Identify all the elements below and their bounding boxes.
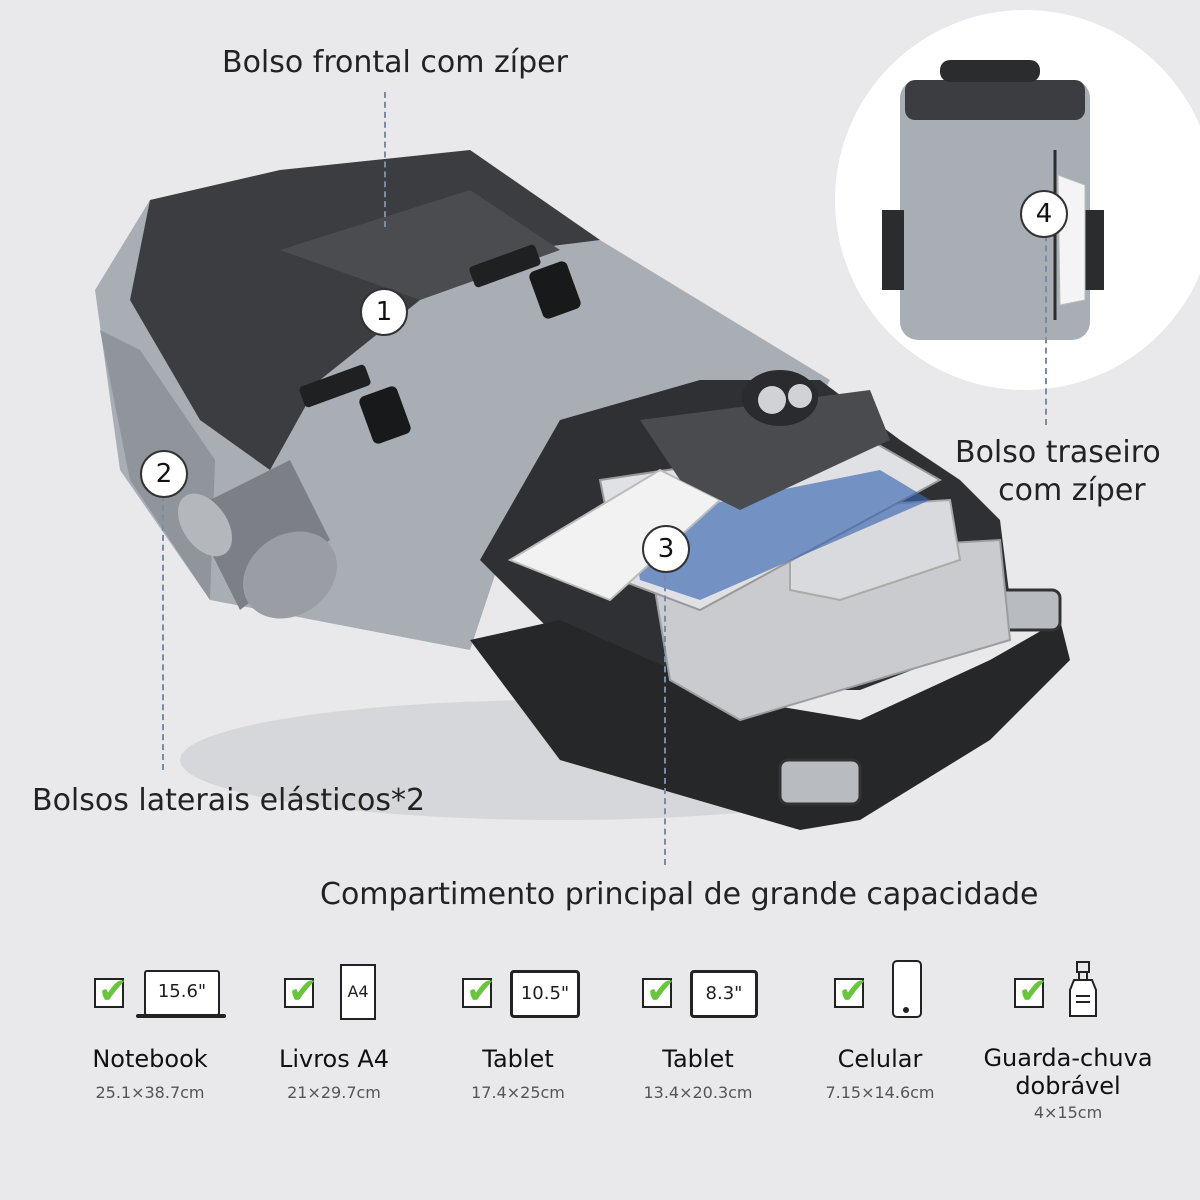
feature-name-line2: dobrável	[1015, 1072, 1121, 1100]
feature-tablet-8-3: ✔ 8.3" Tablet 13.4×20.3cm	[600, 960, 796, 1104]
feature-dims: 4×15cm	[1033, 1103, 1103, 1122]
feature-name: Livros A4	[278, 1045, 390, 1073]
feature-name-line1: Guarda-chuva	[983, 1044, 1153, 1072]
front-pocket-label: Bolso frontal com zíper	[222, 45, 568, 80]
feature-name: Tablet	[482, 1045, 554, 1073]
tablet-icon: 8.3"	[690, 970, 758, 1018]
feature-name: Guarda-chuva dobrável	[970, 1044, 1166, 1100]
back-pocket-leader	[1045, 225, 1047, 425]
front-pocket-leader	[384, 92, 386, 227]
feature-icons: ✔	[970, 960, 1166, 1030]
laptop-base	[136, 1014, 226, 1018]
feature-icons: ✔ A4	[236, 960, 432, 1030]
feature-name: Tablet	[662, 1045, 734, 1073]
umbrella-bottle-icon	[1069, 961, 1097, 1017]
feature-notebook: ✔ 15.6" Notebook 25.1×38.7cm	[52, 960, 248, 1104]
feature-icons: ✔ 10.5"	[420, 960, 616, 1030]
backpack-illustration	[95, 150, 1070, 830]
back-pocket-label-line1: Bolso traseiro	[955, 435, 1161, 470]
side-pocket-leader	[162, 485, 164, 770]
document-icon: A4	[340, 964, 376, 1020]
tablet-icon: 10.5"	[510, 970, 580, 1018]
badge-2: 2	[140, 450, 188, 498]
feature-dims: 17.4×25cm	[471, 1083, 565, 1102]
check-icon: ✔	[834, 974, 868, 1010]
feature-umbrella: ✔ Guarda-chuva dobrável 4×15cm	[970, 960, 1166, 1124]
feature-icons: ✔ 15.6"	[52, 960, 248, 1030]
badge-4: 4	[1020, 190, 1068, 238]
check-icon: ✔	[284, 974, 318, 1010]
back-pocket-label-line2: com zíper	[998, 473, 1146, 508]
back-pocket-label: Bolso traseiro com zíper	[955, 434, 1161, 510]
feature-a4-books: ✔ A4 Livros A4 21×29.7cm	[236, 960, 432, 1104]
badge-3: 3	[642, 525, 690, 573]
feature-name: Celular	[837, 1045, 923, 1073]
feature-dims: 25.1×38.7cm	[95, 1083, 205, 1102]
water-bottle	[178, 460, 337, 619]
feature-icons: ✔	[782, 960, 978, 1030]
back-view-inset	[835, 10, 1200, 390]
feature-tablet-10-5: ✔ 10.5" Tablet 17.4×25cm	[420, 960, 616, 1104]
main-compartment-label: Compartimento principal de grande capaci…	[320, 877, 1039, 912]
feature-phone: ✔ Celular 7.15×14.6cm	[782, 960, 978, 1104]
check-icon: ✔	[1014, 974, 1048, 1010]
feature-name: Notebook	[92, 1045, 208, 1073]
feature-icons: ✔ 8.3"	[600, 960, 796, 1030]
open-flap	[470, 620, 1070, 830]
feature-dims: 13.4×20.3cm	[643, 1083, 753, 1102]
feature-dims: 21×29.7cm	[287, 1083, 381, 1102]
feature-dims: 7.15×14.6cm	[825, 1083, 935, 1102]
check-icon: ✔	[462, 974, 496, 1010]
check-icon: ✔	[642, 974, 676, 1010]
main-compartment-leader	[664, 565, 666, 865]
check-icon: ✔	[94, 974, 128, 1010]
phone-icon	[892, 960, 922, 1018]
badge-1: 1	[360, 288, 408, 336]
laptop-icon: 15.6"	[144, 970, 220, 1016]
side-pockets-label: Bolsos laterais elásticos*2	[32, 783, 426, 818]
